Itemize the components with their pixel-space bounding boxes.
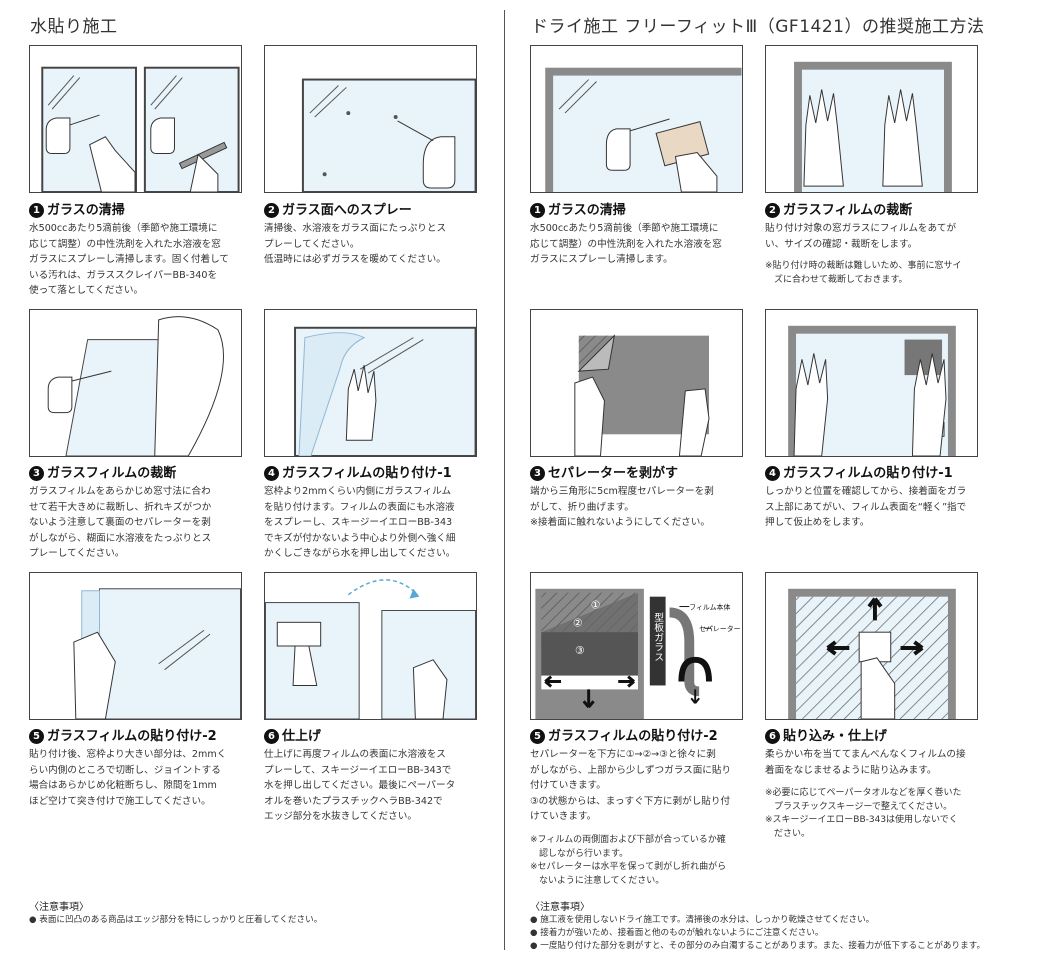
illustration-left-5-trim: [29, 572, 242, 720]
step-number-badge: 1: [29, 203, 44, 218]
step-number-badge: 3: [530, 466, 545, 481]
step-text-left-3: ガラスフィルムをあらかじめ窓寸法に合わ せて若干大きめに裁断し、折れキズがつか …: [29, 486, 212, 559]
right-note-line-2: ● 接着力が強いため、接着面と他のものが触れないようにご注意ください。: [530, 928, 824, 938]
step-number-badge: 5: [29, 729, 44, 744]
step-title-text: 仕上げ: [282, 729, 322, 744]
illustration-left-1-cleaning: [29, 45, 242, 193]
section-divider: [504, 10, 505, 950]
step-text-right-5: セパレーターを下方に①→②→③と徐々に剥 がしながら、上部から少しずつガラス面に…: [530, 749, 732, 822]
step-title-text: 貼り込み・仕上げ: [783, 729, 888, 744]
illustration-left-2-spray: [264, 45, 477, 193]
left-note-line: ● 表面に凹凸のある商品はエッジ部分を特にしっかりと圧着してください。: [29, 915, 323, 925]
diagram-label-n2: ②: [573, 616, 583, 629]
step-title-text: ガラスフィルムの貼り付け-2: [47, 729, 217, 744]
right-notes-title: 〈注意事項〉: [530, 902, 590, 913]
step-text-left-5: 貼り付け後、窓枠より大きい部分は、2mmく らい内側のところで切断し、ジョイント…: [29, 749, 227, 807]
right-note-line-3: ● 一度貼り付けた部分を剥がすと、その部分のみ白濁することがあります。また、接着…: [530, 941, 986, 951]
step-title-text: ガラスフィルムの裁断: [783, 203, 913, 218]
step-text-right-1: 水500ccあたり5滴前後（季節や施工環境に 応じて調整）の中性洗剤を入れた水溶…: [530, 223, 722, 265]
step-title-text: ガラスの清掃: [548, 203, 626, 218]
step-number-badge: 2: [765, 203, 780, 218]
illustration-right-4-tack: [765, 309, 978, 457]
diagram-label-film-body: フィルム本体: [689, 603, 730, 612]
step-text-left-6: 仕上げに再度フィルムの表面に水溶液をス プレーして、スキージーイエローBB-34…: [264, 749, 456, 822]
left-section-title: 水貼り施工: [30, 17, 118, 37]
step-text-right-6: 柔らかい布を当ててまんべんなくフィルムの接 着面をなじませるように貼り込みます。: [765, 749, 966, 776]
step-title-text: ガラスフィルムの貼り付け-1: [282, 466, 452, 481]
step-number-badge: 4: [264, 466, 279, 481]
right-section-title: ドライ施工 フリーフィットⅢ（GF1421）の推奨施工方法: [531, 17, 985, 37]
illustration-right-6-finish: [765, 572, 978, 720]
step-text-right-4: しっかりと位置を確認してから、接着面をガラ ス上部にあてがい、フィルム表面を“軽…: [765, 486, 967, 528]
illustration-right-2-measure: [765, 45, 978, 193]
diagram-label-separator: セパレーター: [699, 624, 740, 633]
step-title-text: ガラスフィルムの裁断: [47, 466, 177, 481]
left-notes-title: 〈注意事項〉: [29, 902, 89, 913]
step-title-text: ガラスフィルムの貼り付け-2: [548, 729, 718, 744]
step-text-right-3: 端から三角形に5cm程度セパレーターを剥 がして、折り曲げます。 ※接着面に触れ…: [530, 486, 714, 528]
step-number-badge: 5: [530, 729, 545, 744]
diagram-label-n1: ①: [591, 599, 601, 612]
step-number-badge: 3: [29, 466, 44, 481]
illustration-left-4-apply: [264, 309, 477, 457]
illustration-right-1-cleaning: [530, 45, 743, 193]
step-text-left-4: 窓枠より2mmくらい内側にガラスフィルム を貼り付けます。フィルムの表面にも水溶…: [264, 486, 456, 559]
illustration-right-3-peel: [530, 309, 743, 457]
step-number-badge: 1: [530, 203, 545, 218]
step-title-text: セパレーターを剥がす: [548, 466, 679, 481]
illustration-left-3-cutting: [29, 309, 242, 457]
step-number-badge: 4: [765, 466, 780, 481]
step-note-right-5: ※フィルムの両側面および下部が合っているか確 認しながら行います。 ※セパレータ…: [530, 835, 727, 886]
step-note-right-6: ※必要に応じてペーパータオルなどを厚く巻いた プラスチックスキージーで整えてくだ…: [765, 788, 962, 839]
step-number-badge: 6: [765, 729, 780, 744]
step-title-text: ガラス面へのスプレー: [282, 203, 412, 218]
illustration-right-5-peel-down: ① ② ③ 型板ガラス フィルム本体 セパレーター: [530, 572, 743, 720]
step-number-badge: 6: [264, 729, 279, 744]
step-number-badge: 2: [264, 203, 279, 218]
illustration-left-6-finish: [264, 572, 477, 720]
right-note-line-1: ● 施工液を使用しないドライ施工です。清掃後の水分は、しっかり乾燥させてください…: [530, 915, 875, 925]
step-text-left-2: 清掃後、水溶液をガラス面にたっぷりとス プレーしてください。 低温時には必ずガラ…: [264, 223, 447, 265]
step-title-text: ガラスの清掃: [47, 203, 125, 218]
step-text-left-1: 水500ccあたり5滴前後（季節や施工環境に 応じて調整）の中性洗剤を入れた水溶…: [29, 223, 230, 296]
diagram-label-n3: ③: [575, 644, 585, 657]
diagram-label-patterned-glass: 型板ガラス: [652, 611, 664, 662]
step-title-text: ガラスフィルムの貼り付け-1: [783, 466, 953, 481]
step-text-right-2: 貼り付け対象の窓ガラスにフィルムをあてが い、サイズの確認・裁断をします。: [765, 223, 957, 250]
step-note-right-2: ※貼り付け時の裁断は難しいため、事前に窓サイ ズに合わせて裁断しておきます。: [765, 261, 962, 285]
